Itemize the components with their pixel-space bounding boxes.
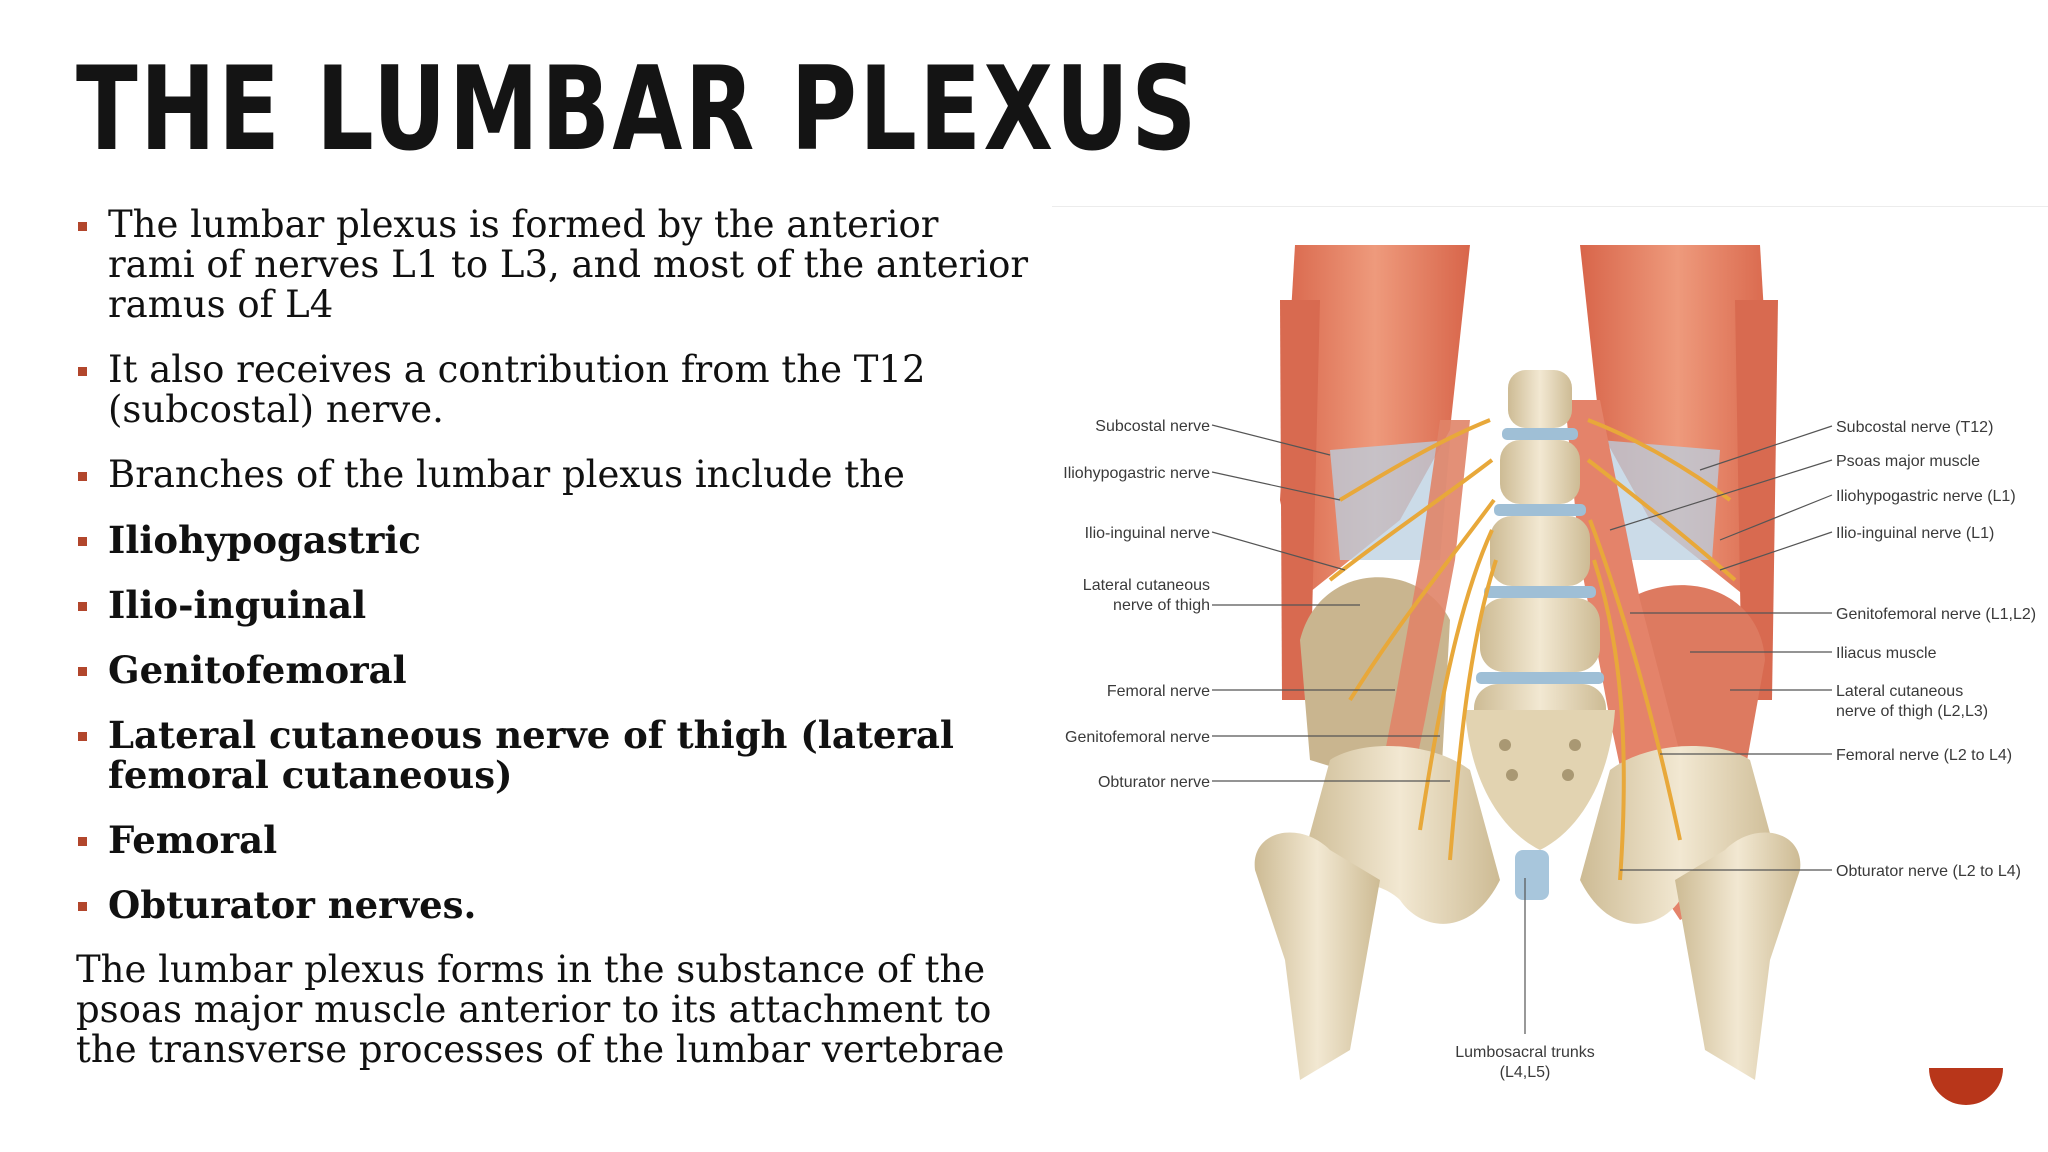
- sacral-foramen: [1562, 769, 1574, 781]
- femur-right: [1675, 832, 1801, 1080]
- disc-2: [1494, 504, 1586, 516]
- nerve-path: [1588, 519, 1682, 841]
- label-lumbosacral-trunks-1: Lumbosacral trunks: [1455, 1044, 1595, 1061]
- figure-top-rule: [1052, 206, 2048, 207]
- femur-left: [1254, 832, 1380, 1080]
- nerve-path: [1587, 418, 1732, 502]
- bullet-item: Ilio-inguinal: [76, 585, 1036, 625]
- vertebra-4: [1480, 598, 1600, 672]
- bullet-text: Genitofemoral: [108, 648, 407, 692]
- corner-decoration-shape: [1929, 1068, 2003, 1105]
- bullet-marker: [78, 837, 87, 846]
- bullet-marker: [78, 667, 87, 676]
- bullet-marker: [78, 602, 87, 611]
- nerve-path: [1592, 559, 1626, 881]
- leader-line: [1609, 459, 1833, 531]
- bullet-text: Femoral: [108, 818, 278, 862]
- bullet-item: Lateral cutaneous nerve of thigh (latera…: [76, 715, 1036, 795]
- bullet-text: Obturator nerves.: [108, 883, 477, 927]
- bullet-text: Branches of the lumbar plexus include th…: [108, 453, 905, 496]
- bullet-item: It also receives a contribution from the…: [76, 350, 1036, 430]
- bullet-text: Ilio-inguinal: [108, 583, 367, 627]
- label-genitofemoral-l1l2: Genitofemoral nerve (L1,L2): [1836, 606, 2036, 623]
- bullet-item: The lumbar plexus is formed by the anter…: [76, 205, 1036, 325]
- label-lateral-cutaneous-left-2: nerve of thigh: [1113, 597, 1210, 614]
- leader-line: [1211, 471, 1341, 501]
- leader-line: [1719, 531, 1833, 571]
- back-muscle-left: [1280, 245, 1470, 600]
- closing-paragraph: The lumbar plexus forms in the substance…: [76, 948, 1005, 1071]
- label-genitofemoral-nerve: Genitofemoral nerve: [1065, 729, 1210, 746]
- sacral-foramen: [1506, 769, 1518, 781]
- disc-4: [1476, 672, 1604, 684]
- bullet-item: Branches of the lumbar plexus include th…: [76, 455, 1036, 495]
- leader-lines-left: [1211, 424, 1450, 782]
- nerve-path: [1328, 458, 1494, 582]
- sacral-foramen: [1499, 739, 1511, 751]
- label-subcostal-t12: Subcostal nerve (T12): [1836, 419, 1993, 436]
- label-subcostal-nerve: Subcostal nerve: [1095, 418, 1210, 435]
- leader-line: [1699, 425, 1833, 471]
- bullet-item: Femoral: [76, 820, 1036, 860]
- bullet-marker: [78, 222, 87, 231]
- psoas-major-left: [1370, 420, 1470, 840]
- bullet-list: The lumbar plexus is formed by the anter…: [76, 205, 1036, 950]
- leader-line: [1719, 494, 1833, 541]
- disc-1: [1502, 428, 1578, 440]
- bullet-item: Genitofemoral: [76, 650, 1036, 690]
- label-iliacus-muscle: Iliacus muscle: [1836, 645, 1937, 662]
- leader-line: [1211, 531, 1346, 571]
- sacrum: [1465, 710, 1615, 850]
- fascia-left: [1330, 440, 1450, 560]
- leader-lines-right: [1609, 425, 1833, 871]
- vertebra-2: [1500, 440, 1580, 504]
- pubic-symphysis: [1515, 850, 1549, 900]
- label-psoas-major: Psoas major muscle: [1836, 453, 1980, 470]
- bullet-text: Iliohypogastric: [108, 518, 421, 562]
- label-lateral-cutaneous-right-2: nerve of thigh (L2,L3): [1836, 703, 1988, 720]
- nerve-path: [1448, 559, 1498, 861]
- corner-decoration: [1928, 1068, 2004, 1128]
- label-iliohypogastric-l1: Iliohypogastric nerve (L1): [1836, 488, 2016, 505]
- lateral-wall-right: [1735, 300, 1778, 700]
- bullet-marker: [78, 472, 87, 481]
- lateral-wall-left: [1280, 300, 1320, 700]
- disc-3: [1484, 586, 1596, 598]
- bullet-marker: [78, 732, 87, 741]
- label-lateral-cutaneous-left-1: Lateral cutaneous: [1083, 577, 1210, 594]
- label-obturator-nerve: Obturator nerve: [1098, 774, 1210, 791]
- label-femoral-l2l4: Femoral nerve (L2 to L4): [1836, 747, 2012, 764]
- bullet-marker: [78, 367, 87, 376]
- vertebra-1: [1508, 370, 1572, 428]
- bullet-item: Iliohypogastric: [76, 520, 1036, 560]
- label-femoral-nerve: Femoral nerve: [1107, 683, 1210, 700]
- leader-line: [1211, 424, 1331, 456]
- bullet-item: Obturator nerves.: [76, 885, 1036, 925]
- slide-title: THE LUMBAR PLEXUS: [76, 42, 1199, 177]
- bullet-text: It also receives a contribution from the…: [108, 348, 926, 431]
- bullet-text: Lateral cutaneous nerve of thigh (latera…: [108, 713, 954, 797]
- vertebra-3: [1490, 516, 1590, 586]
- label-ilioinguinal-l1: Ilio-inguinal nerve (L1): [1836, 525, 1994, 542]
- label-lateral-cutaneous-right-1: Lateral cutaneous: [1836, 683, 1963, 700]
- label-iliohypogastric-nerve: Iliohypogastric nerve: [1063, 465, 1210, 482]
- back-muscle-right: [1580, 245, 1775, 600]
- label-obturator-l2l4: Obturator nerve (L2 to L4): [1836, 863, 2021, 880]
- nerve-path: [1348, 498, 1496, 702]
- bullet-marker: [78, 902, 87, 911]
- bullet-marker: [78, 537, 87, 546]
- label-ilioinguinal-nerve: Ilio-inguinal nerve: [1085, 525, 1211, 542]
- bullet-text: The lumbar plexus is formed by the anter…: [108, 203, 1029, 326]
- nerve-path: [1586, 458, 1737, 582]
- nerve-path: [1338, 418, 1491, 502]
- sacral-foramen: [1569, 739, 1581, 751]
- label-lumbosacral-trunks-2: (L4,L5): [1500, 1064, 1551, 1081]
